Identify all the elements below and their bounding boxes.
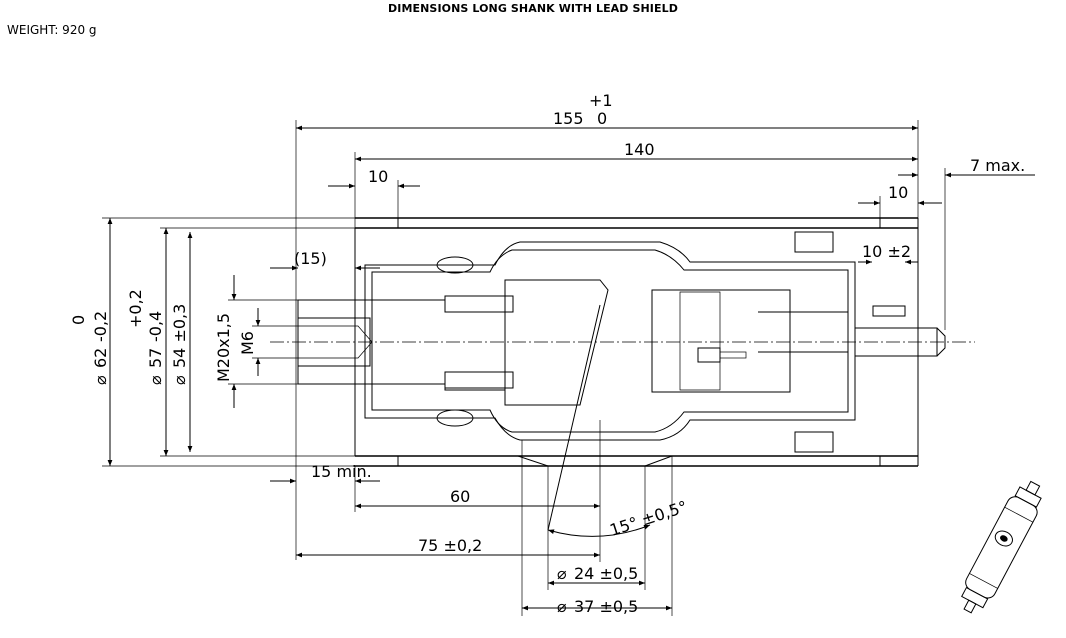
dim-dia24-symbol: ⌀ <box>557 564 567 583</box>
dim-dia62-tol-upper: 0 <box>69 315 88 325</box>
dim-dia62-symbol: ⌀ <box>91 375 110 385</box>
dim-7-max: 7 max. <box>970 156 1025 175</box>
dim-dia54: 54 ±0,3 <box>170 304 189 368</box>
dim-10-pm2: 10 ±2 <box>862 242 911 261</box>
dim-m6: M6 <box>238 331 257 355</box>
cathode-assembly <box>651 289 946 393</box>
weight-label: WEIGHT: 920 g <box>7 23 97 37</box>
vertical-dimensions <box>102 217 398 467</box>
dim-dia62-tol-lower: -0,2 <box>91 311 110 342</box>
dim-left-10: 10 <box>368 167 388 186</box>
anode-shank <box>297 279 609 406</box>
horizontal-dimensions <box>270 120 1035 616</box>
target-angle-line <box>547 304 601 531</box>
dim-angle: 15° ±0,5° <box>607 497 689 540</box>
dim-dia37: 37 ±0,5 <box>574 597 638 616</box>
tube-envelope <box>364 231 856 453</box>
dim-right-10: 10 <box>888 183 908 202</box>
dim-155-tol-lower: 0 <box>597 109 607 128</box>
dim-dia57: 57 <box>146 348 165 368</box>
dim-m20: M20x1,5 <box>214 313 233 382</box>
dim-dia57-tol-upper: +0,2 <box>126 289 145 328</box>
dim-ref-15: (15) <box>294 249 327 268</box>
dim-dia54-symbol: ⌀ <box>170 375 189 385</box>
dim-155: 155 <box>553 109 584 128</box>
dim-dia37-symbol: ⌀ <box>557 597 567 616</box>
dim-15-min: 15 min. <box>311 462 372 481</box>
drawing-title: DIMENSIONS LONG SHANK WITH LEAD SHIELD <box>388 2 678 15</box>
dim-dia24: 24 ±0,5 <box>574 564 638 583</box>
dim-140: 140 <box>624 140 655 159</box>
dim-dia62: 62 <box>91 348 110 368</box>
dim-75: 75 ±0,2 <box>418 536 482 555</box>
dim-60: 60 <box>450 487 470 506</box>
dim-dia57-symbol: ⌀ <box>146 375 165 385</box>
dim-155-tol-upper: +1 <box>589 91 613 110</box>
tube-thumbnail-icon <box>961 480 1042 614</box>
dim-dia57-tol-lower: -0,4 <box>146 311 165 342</box>
